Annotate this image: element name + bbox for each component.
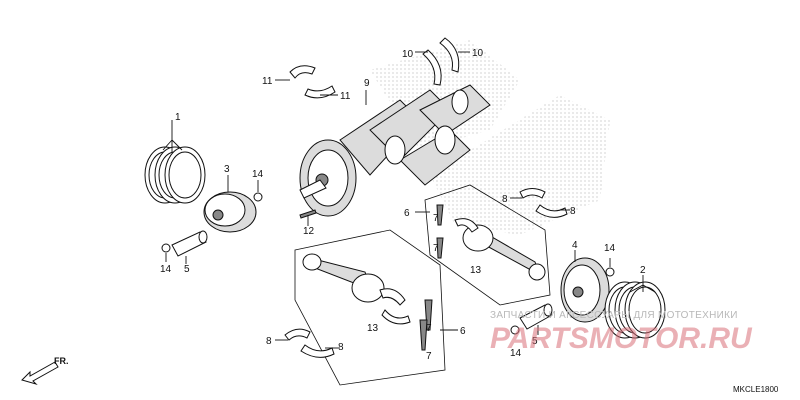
callout-5-left: 5 — [184, 264, 190, 275]
callout-3: 3 — [224, 164, 230, 175]
callout-14-c: 14 — [604, 243, 616, 254]
callout-2: 2 — [640, 265, 646, 276]
callout-6-upper: 6 — [404, 208, 410, 219]
piston-left — [203, 175, 257, 233]
callout-7-b: 7 — [433, 243, 439, 254]
piston-pin-left — [171, 230, 208, 264]
callout-12: 12 — [303, 226, 315, 237]
callout-10-left: 10 — [402, 49, 414, 60]
conrod-box-lower — [294, 229, 458, 386]
callout-11-left: 11 — [262, 76, 273, 87]
callout-14-d: 14 — [510, 348, 522, 359]
dowel-pin-12 — [299, 209, 317, 226]
callout-7-a: 7 — [433, 213, 439, 224]
callout-14-a: 14 — [252, 169, 264, 180]
front-direction-arrow: FR. — [21, 356, 69, 386]
callout-7-d: 7 — [426, 351, 432, 362]
callout-8-c: 8 — [266, 336, 272, 347]
crank-bearing-11 — [275, 65, 338, 99]
callouts: 1 2 3 4 5 5 6 6 7 7 7 7 8 8 8 8 9 10 10 … — [160, 48, 646, 362]
watermark-tagline: ЗАПЧАСТИ И АКСЕССУАРЫ ДЛЯ МОТОТЕХНИКИ — [490, 310, 738, 321]
piston-clip-right-a — [605, 258, 615, 277]
front-direction-label: FR. — [54, 356, 69, 366]
callout-13-upper: 13 — [470, 265, 482, 276]
piston-rings-right — [604, 275, 666, 339]
callout-5-right: 5 — [532, 336, 538, 347]
callout-14-b: 14 — [160, 264, 172, 275]
callout-4: 4 — [572, 240, 578, 251]
callout-6-lower: 6 — [460, 326, 466, 337]
conrod-box-upper — [415, 184, 551, 306]
callout-8-b: 8 — [570, 206, 576, 217]
piston-clip-left-a — [253, 180, 263, 202]
piston-right — [560, 250, 610, 323]
conrod-bearing-8-upper — [510, 188, 570, 218]
callout-1: 1 — [175, 112, 181, 123]
callout-13-lower: 13 — [367, 323, 379, 334]
callout-7-c: 7 — [426, 323, 432, 334]
callout-8-d: 8 — [338, 342, 344, 353]
watermark-logo: PARTSMOTOR.RU — [490, 322, 753, 355]
callout-11-right: 11 — [340, 91, 351, 102]
watermark: ЗАПЧАСТИ И АКСЕССУАРЫ ДЛЯ МОТОТЕХНИКИ PA… — [490, 310, 753, 355]
diagram-code: MKCLE1800 — [733, 385, 779, 394]
callout-10-right: 10 — [472, 48, 484, 59]
callout-9: 9 — [364, 78, 370, 89]
piston-pin-right — [510, 303, 553, 335]
crank-bearing-10 — [415, 37, 470, 86]
conrod-bearing-8-lower — [275, 328, 338, 358]
callout-8-a: 8 — [502, 194, 508, 205]
piston-rings-left — [144, 120, 206, 204]
piston-clip-left-b — [161, 243, 171, 262]
crankshaft — [299, 84, 491, 217]
